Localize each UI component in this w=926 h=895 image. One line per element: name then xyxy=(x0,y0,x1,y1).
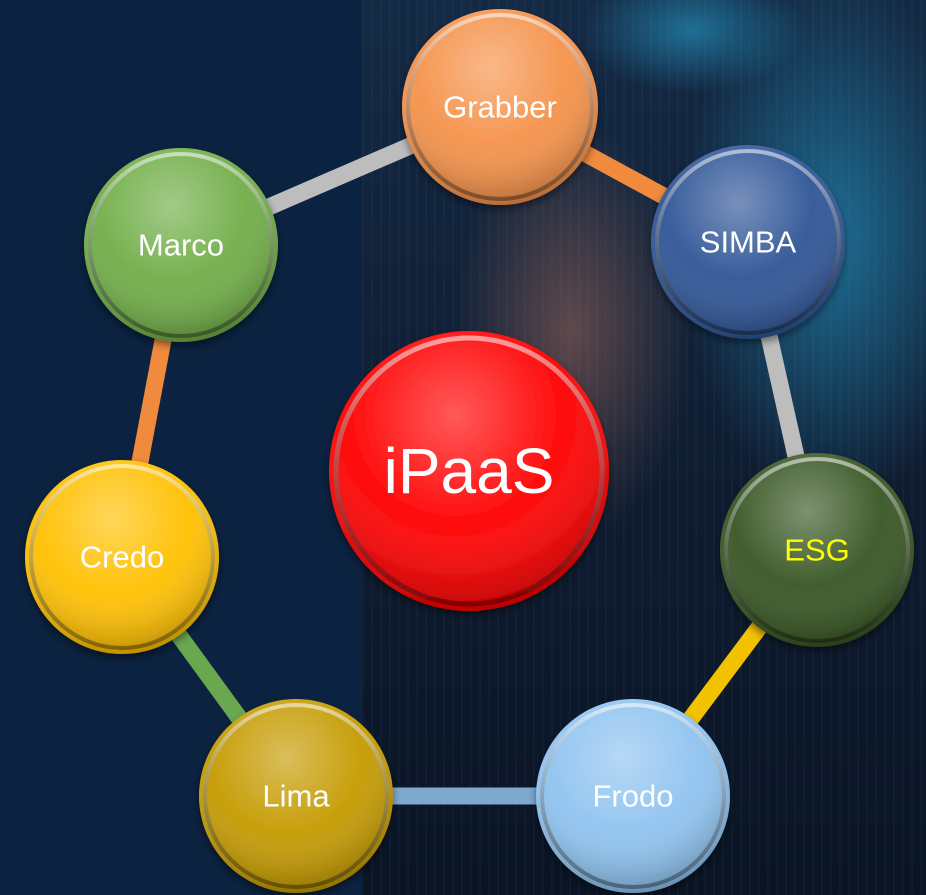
node-lima[interactable]: Lima xyxy=(199,699,393,893)
node-marco-rim xyxy=(88,152,274,338)
node-simba-rim xyxy=(655,149,841,335)
node-frodo[interactable]: Frodo xyxy=(536,699,730,893)
node-marco[interactable]: Marco xyxy=(84,148,278,342)
hub-rim xyxy=(333,335,605,607)
node-marco-label: Marco xyxy=(138,228,224,263)
node-esg-rim xyxy=(724,457,910,643)
node-frodo-shine xyxy=(536,699,730,893)
node-credo-shine xyxy=(25,460,219,654)
node-frodo-rim xyxy=(540,703,726,889)
node-simba[interactable]: SIMBA xyxy=(651,145,845,339)
node-lima-shine xyxy=(199,699,393,893)
node-grabber[interactable]: Grabber xyxy=(402,9,598,205)
node-credo[interactable]: Credo xyxy=(25,460,219,654)
node-esg-label: ESG xyxy=(784,533,849,568)
node-grabber-rim xyxy=(406,13,594,201)
node-frodo-label: Frodo xyxy=(593,779,674,814)
node-esg[interactable]: ESG xyxy=(720,453,914,647)
hub-group: iPaaS xyxy=(329,331,609,611)
node-marco-shine xyxy=(84,148,278,342)
hub-node[interactable]: iPaaS xyxy=(329,331,609,611)
node-credo-rim xyxy=(29,464,215,650)
node-esg-shine xyxy=(720,453,914,647)
node-simba-label: SIMBA xyxy=(700,225,797,260)
node-lima-label: Lima xyxy=(262,779,330,814)
node-simba-shine xyxy=(651,145,845,339)
node-grabber-shine xyxy=(402,9,598,205)
node-lima-rim xyxy=(203,703,389,889)
node-credo-label: Credo xyxy=(80,540,164,575)
hub-shine xyxy=(329,331,609,611)
node-grabber-label: Grabber xyxy=(443,90,557,125)
hub-label: iPaaS xyxy=(384,435,555,507)
